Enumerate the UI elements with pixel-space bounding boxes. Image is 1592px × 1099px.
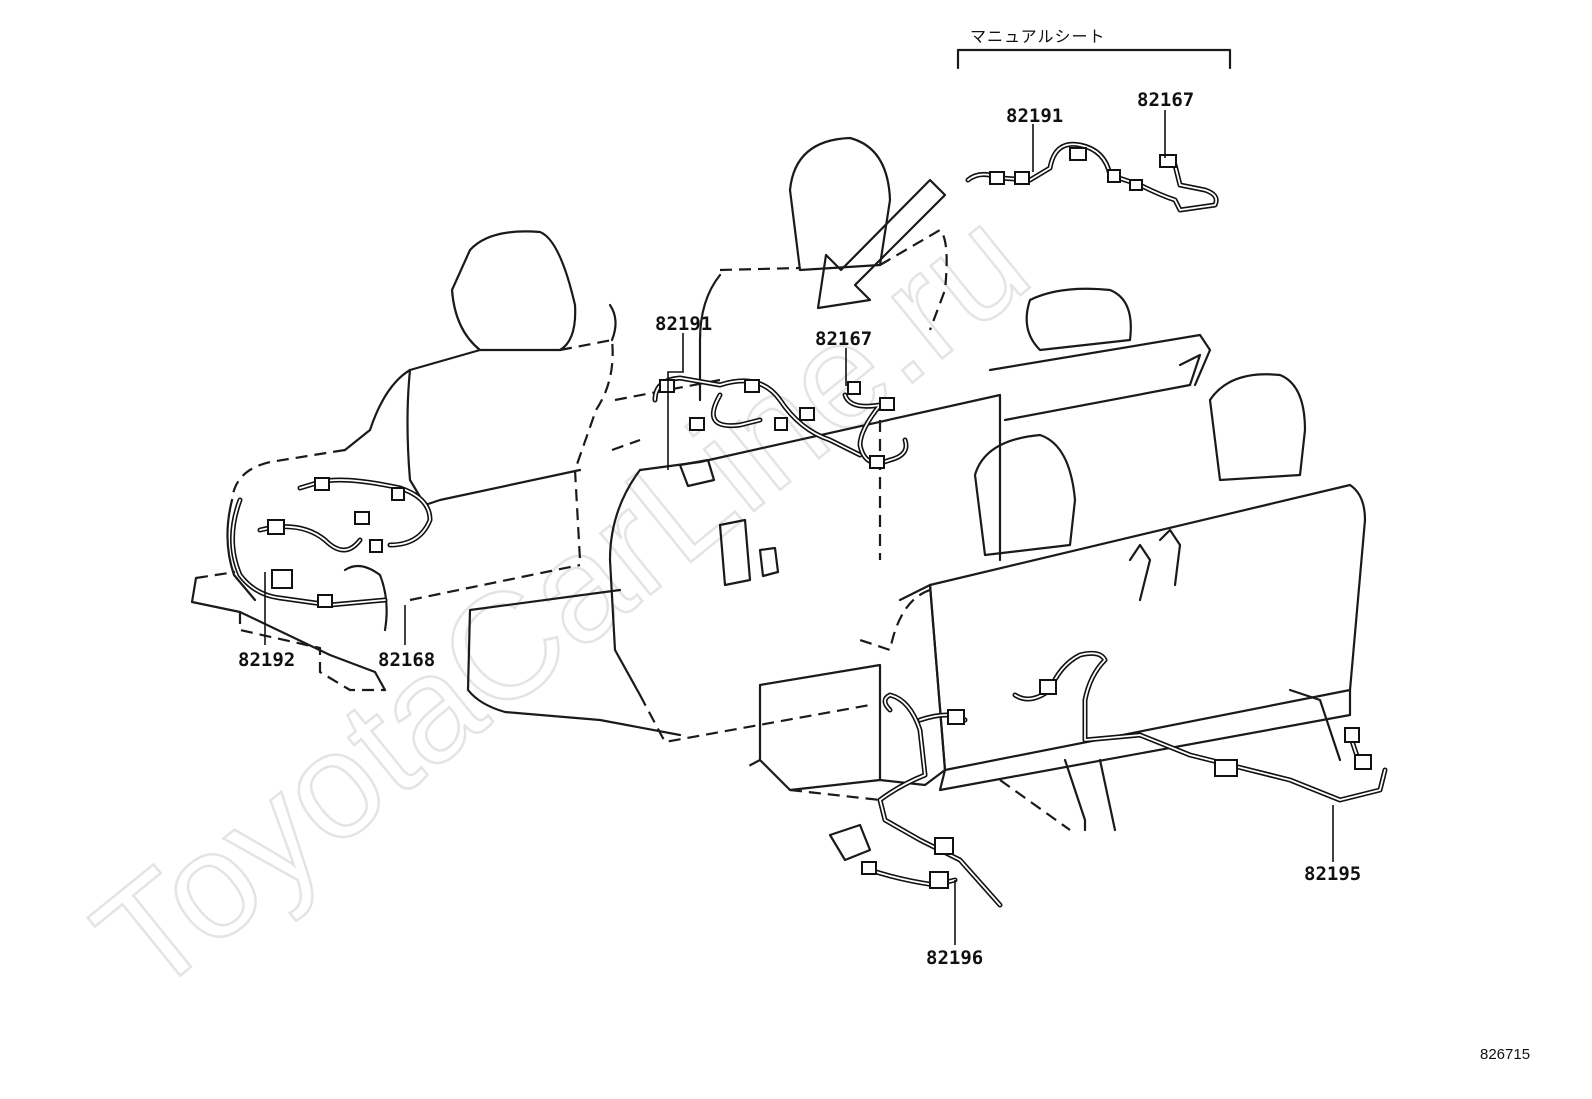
- inset-title: マニュアルシート: [970, 27, 1106, 46]
- harness-82192-82168: [230, 477, 433, 608]
- label-82167-inset: 82167: [1137, 89, 1194, 111]
- middle-seat-outline: [466, 136, 1002, 744]
- label-82167-middle: 82167: [815, 328, 872, 350]
- watermark: ToyotaCarLine.ru: [63, 174, 1059, 1026]
- location-arrow: [816, 178, 947, 310]
- harness-82196: [828, 692, 1003, 908]
- inset-manual-seat: マニュアルシート: [956, 27, 1232, 213]
- watermark-text: ToyotaCarLine.ru: [64, 175, 1057, 1024]
- part-labels: 82191 82167 82191 82167 82192 82168 8219…: [238, 89, 1361, 969]
- label-82191-inset: 82191: [1006, 105, 1063, 127]
- label-82195: 82195: [1304, 863, 1361, 885]
- label-82168: 82168: [378, 649, 435, 671]
- front-seat-outline: [190, 230, 617, 692]
- harness-82195: [1012, 650, 1388, 803]
- label-82191-middle: 82191: [655, 313, 712, 335]
- label-82196: 82196: [926, 947, 983, 969]
- leader-lines: [264, 110, 1334, 945]
- harness-82191-82167-middle: [652, 375, 909, 469]
- diagram-reference-number: 826715: [1480, 1046, 1530, 1063]
- label-82192: 82192: [238, 649, 295, 671]
